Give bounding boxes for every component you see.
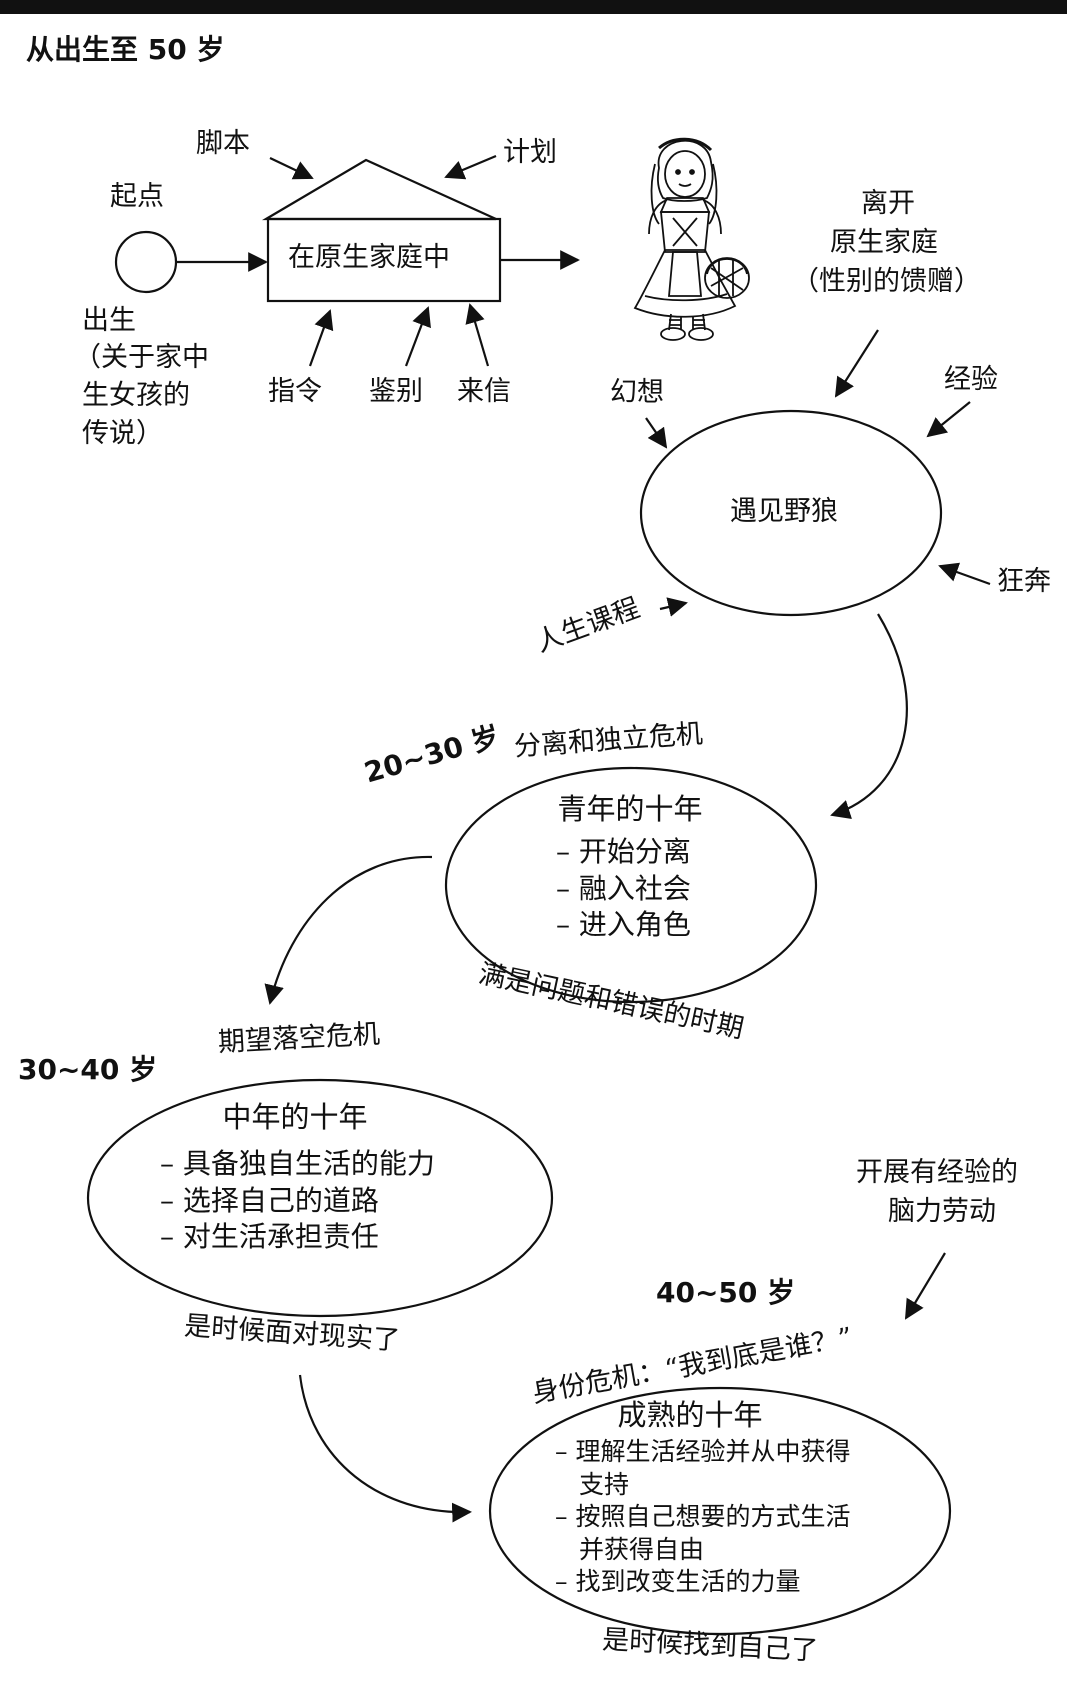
stage3-list: – 理解生活经验并从中获得 支持 – 按照自己想要的方式生活 并获得自由 – 找… — [555, 1436, 895, 1599]
list-item: – 进入角色 — [556, 908, 691, 942]
page-title: 从出生至 50 岁 — [26, 33, 225, 66]
stage1-head: 青年的十年 — [557, 792, 703, 827]
leave-label-line-2: 原生家庭 — [830, 227, 938, 258]
side-note-line-2: 脑力劳动 — [888, 1196, 996, 1227]
letter-label: 来信 — [457, 376, 511, 407]
script-label: 脚本 — [196, 128, 250, 159]
list-item: 支持 — [579, 1469, 630, 1499]
stage3-ellipse — [488, 1386, 952, 1636]
side-note-line-1: 开展有经验的 — [856, 1157, 1018, 1188]
list-item: – 开始分离 — [556, 835, 691, 869]
frenzy-label: 狂奔 — [997, 566, 1051, 597]
discern-label: 鉴别 — [369, 376, 423, 407]
curve-stage1-to-stage2 — [264, 855, 433, 1005]
birth-note-line-2: 生女孩的 — [82, 380, 190, 411]
wolf-center-label: 遇见野狼 — [730, 496, 838, 527]
stage1-ellipse — [444, 766, 818, 1004]
stage3-age: 40~50 岁 — [656, 1276, 796, 1309]
discern-arrow — [404, 306, 431, 367]
curve-wolf-to-stage1 — [830, 613, 908, 819]
lessons-arrow — [659, 597, 688, 617]
fantasy-label: 幻想 — [610, 377, 664, 408]
list-item: 并获得自由 — [579, 1534, 705, 1564]
list-item: – 选择自己的道路 — [160, 1183, 379, 1217]
leave-arrow — [834, 329, 879, 398]
birth-note-line-1: （关于家中 — [74, 342, 209, 373]
house-roof — [261, 158, 497, 221]
top-bar — [0, 0, 1067, 14]
girl-illustration — [633, 137, 750, 341]
fantasy-arrow — [645, 417, 668, 449]
stage2-head: 中年的十年 — [222, 1100, 368, 1135]
curve-stage2-to-stage3 — [298, 1374, 472, 1523]
script-arrow — [269, 157, 314, 180]
stage3-head: 成熟的十年 — [617, 1398, 763, 1432]
stage1-content: 青年的十年 – 开始分离 – 融入社会 – 进入角色 — [520, 780, 740, 950]
experience-label: 经验 — [944, 364, 998, 395]
frenzy-arrow — [938, 562, 991, 586]
house-label: 在原生家庭中 — [288, 242, 450, 273]
instruction-arrow — [308, 309, 334, 367]
stage2-ellipse — [86, 1078, 554, 1318]
stage2-list: – 具备独自生活的能力 – 选择自己的道路 – 对生活承担责任 — [160, 1146, 490, 1255]
leave-label-line-1: 离开 — [861, 188, 915, 219]
start-label: 起点 — [110, 181, 164, 212]
birth-label: 出生 — [82, 305, 136, 336]
stage3-content: 成熟的十年 – 理解生活经验并从中获得 支持 – 按照自己想要的方式生活 并获得… — [555, 1392, 895, 1602]
instruction-label: 指令 — [268, 376, 322, 407]
list-item: – 理解生活经验并从中获得 — [555, 1437, 851, 1466]
leave-label-line-3: （性别的馈赠） — [792, 266, 981, 297]
stage2-content: 中年的十年 – 具备独自生活的能力 – 选择自己的道路 – 对生活承担责任 — [160, 1085, 490, 1265]
plan-arrow — [444, 154, 497, 180]
side-note-arrow — [904, 1252, 946, 1320]
letter-arrow — [465, 303, 490, 367]
stage1-list: – 开始分离 – 融入社会 – 进入角色 — [520, 834, 740, 943]
birth-note-line-3: 传说） — [82, 418, 163, 449]
start-circle — [114, 230, 178, 294]
experience-arrow — [926, 401, 971, 438]
list-item: – 按照自己想要的方式生活 — [555, 1502, 851, 1531]
list-item: – 找到改变生活的力量 — [555, 1567, 801, 1596]
list-item: – 具备独自生活的能力 — [160, 1147, 435, 1181]
stage2-age: 30~40 岁 — [18, 1053, 158, 1086]
plan-label: 计划 — [503, 137, 557, 168]
list-item: – 融入社会 — [556, 871, 691, 905]
wolf-ellipse — [639, 409, 943, 617]
list-item: – 对生活承担责任 — [160, 1220, 379, 1254]
